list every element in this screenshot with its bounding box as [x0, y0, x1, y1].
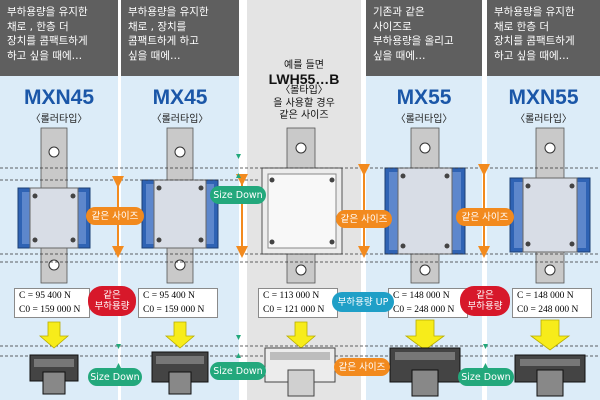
badge-size-down-right: Size Down [458, 368, 514, 386]
column-header-mx45: 부하용량을 유지한 채로 , 장치를 콤팩트하게 하고 싶을 때에… [121, 0, 239, 76]
spec-box-mxn55: C = 148 000 N C0 = 248 000 N [512, 288, 592, 318]
section-view-mxn45 [29, 354, 79, 395]
middle-title: 예를 들면 LWH55…B 〈볼타입〉 을 사용할 경우 같은 사이즈 [250, 60, 358, 123]
column-header-mxn55: 부하용량을 유지한 채로 한층 더 장치를 콤팩트하게 하고 싶을 때에… [487, 0, 600, 76]
rail-mx55 [384, 127, 466, 284]
badge-load-up: 부하용량 UP [332, 292, 394, 312]
rail-lwh55 [261, 127, 343, 284]
middle-line1: 예를 들면 [284, 60, 324, 71]
badge-same-size-4: 같은 사이즈 [334, 358, 390, 376]
spec-c0-mx55: C0 = 248 000 N [393, 305, 455, 315]
model-type-mx55: 〈롤러타입〉 [395, 114, 453, 125]
middle-type: 〈볼타입〉 [280, 85, 328, 96]
model-title-mxn45: MXN45 [23, 86, 95, 109]
model-title-mx45: MX45 [152, 86, 208, 109]
badge-size-down-mid: Size Down [210, 362, 266, 380]
badge-size-down-left: Size Down [88, 368, 142, 386]
badge-same-load-1: 같은 부하용량 [88, 286, 136, 316]
section-view-mx45 [151, 351, 209, 395]
spec-c0-mx45: C0 = 159 000 N [143, 305, 205, 315]
model-title-mx55: MX55 [396, 86, 452, 109]
size-down-markers [116, 154, 488, 368]
model-type-mx45: 〈롤러타입〉 [151, 114, 209, 125]
spec-c-mxn55: C = 148 000 N [517, 291, 574, 301]
column-header-mxn45: 부하용량을 유지한 채로 , 한층 더 장치를 콤팩트하게 하고 싶을 때에… [0, 0, 118, 76]
spec-box-lwh55: C = 113 000 N C0 = 121 000 N [258, 288, 338, 318]
middle-model: LWH55…B [268, 70, 340, 87]
badge-same-size-2: 같은 사이즈 [336, 210, 392, 228]
spec-c0-mxn45: C0 = 159 000 N [19, 305, 81, 315]
spec-c-mx55: C = 148 000 N [393, 291, 450, 301]
section-view-lwh55 [264, 347, 336, 397]
rail-mxn45 [17, 127, 91, 284]
middle-same-size: 같은 사이즈 [279, 110, 329, 121]
yellow-arrows [38, 319, 571, 351]
rail-mx45 [141, 127, 219, 284]
rail-mxn55 [509, 127, 591, 284]
spec-c-mxn45: C = 95 400 N [19, 291, 71, 301]
badge-same-size-1: 같은 사이즈 [86, 207, 144, 225]
badge-same-size-3: 같은 사이즈 [456, 208, 514, 226]
spec-c-mx45: C = 95 400 N [143, 291, 195, 301]
spec-c0-lwh55: C0 = 121 000 N [263, 305, 325, 315]
section-view-mx55 [389, 347, 461, 397]
model-title-mxn55: MXN55 [508, 86, 579, 109]
spec-box-mx45: C = 95 400 N C0 = 159 000 N [138, 288, 218, 318]
spec-box-mxn45: C = 95 400 N C0 = 159 000 N [14, 288, 90, 318]
model-type-mxn55: 〈롤러타입〉 [515, 114, 572, 125]
badge-size-down-top: Size Down [210, 186, 266, 204]
spec-c0-mxn55: C0 = 248 000 N [517, 305, 579, 315]
model-type-mxn45: 〈롤러타입〉 [30, 114, 88, 125]
section-view-mxn55 [514, 354, 586, 397]
middle-usage: 을 사용할 경우 [273, 97, 335, 109]
column-header-mx55: 기존과 같은 사이즈로 부하용량을 올리고 싶을 때에… [366, 0, 482, 76]
spec-box-mx55: C = 148 000 N C0 = 248 000 N [388, 288, 468, 318]
spec-c-lwh55: C = 113 000 N [263, 291, 320, 301]
badge-same-load-2: 같은 부하용량 [460, 286, 510, 316]
